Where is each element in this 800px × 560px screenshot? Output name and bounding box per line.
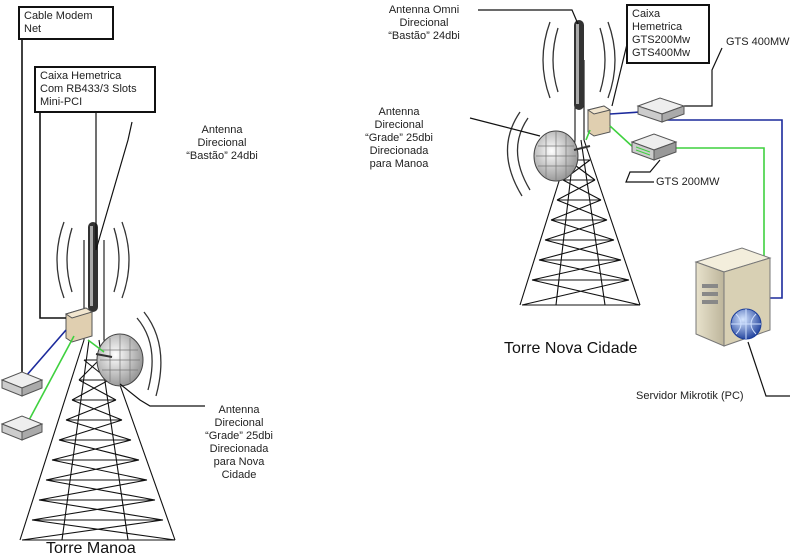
antenna-grade-right-label: Antenna Direcional “Grade” 25dbi Direcio… (365, 106, 433, 170)
antenna-bastao-left-label: Antenna Direcional “Bastão” 24dbi (186, 124, 258, 162)
cable-modem-box: Cable Modem Net (18, 6, 114, 40)
router-left-2 (0, 415, 44, 441)
grid-dish-antenna-right (506, 111, 591, 197)
antenna-omni-label: Antenna Omni Direcional “Bastão” 24dbi (388, 4, 460, 42)
caixa-hemetrica-right-box: Caixa Hemetrica GTS200Mw GTS400Mw (626, 4, 710, 64)
enclosure-box-left (64, 307, 94, 343)
switch-right (630, 133, 678, 161)
router-left-1 (0, 371, 44, 397)
gts200-label: GTS 200MW (656, 176, 720, 188)
stick-antenna-left (56, 221, 130, 312)
servidor-mikrotik-label: Servidor Mikrotik (PC) (636, 390, 744, 402)
globe-icon (730, 308, 762, 340)
antenna-grade-left-label: Antenna Direcional “Grade” 25dbi Direcio… (205, 404, 273, 481)
router-right (636, 97, 686, 123)
gts400-label: GTS 400MW (726, 36, 790, 48)
left-cables (21, 22, 205, 423)
torre-nova-cidade-label: Torre Nova Cidade (504, 340, 638, 357)
enclosure-box-right (586, 105, 612, 137)
stick-antenna-right (542, 20, 616, 110)
grid-dish-antenna-left (95, 311, 162, 397)
caixa-hemetrica-left-box: Caixa Hemetrica Com RB433/3 Slots Mini-P… (34, 66, 156, 113)
torre-manoa-label: Torre Manoa (46, 540, 136, 557)
